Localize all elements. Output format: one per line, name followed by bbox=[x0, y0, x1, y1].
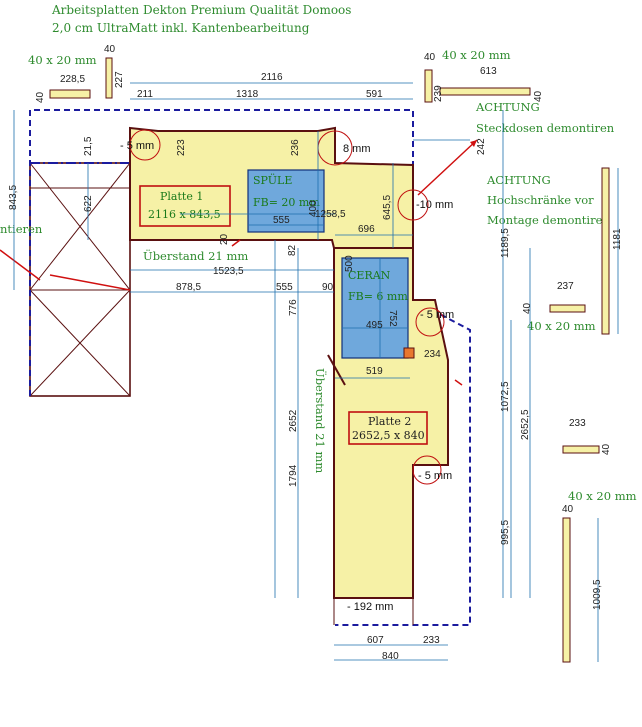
strip-label-3: 40 x 20 mm bbox=[527, 319, 596, 333]
dim-minus-5b: - 5 mm bbox=[420, 309, 454, 321]
dim-40g: 40 bbox=[562, 504, 574, 515]
warning-1: ACHTUNG bbox=[475, 100, 540, 114]
plate-1-size: 2116 x 843,5 bbox=[148, 208, 221, 221]
warning-2: ACHTUNG bbox=[486, 173, 551, 187]
dim-1189-5: 1189,5 bbox=[500, 228, 511, 258]
dim-622: 622 bbox=[83, 195, 94, 212]
overhang-horizontal: Überstand 21 mm bbox=[143, 249, 248, 263]
dim-236: 236 bbox=[290, 139, 301, 156]
dim-645-5: 645,5 bbox=[382, 195, 393, 220]
dim-8mm: 8 mm bbox=[343, 143, 371, 155]
header-line-1: Arbeitsplatten Dekton Premium Qualität D… bbox=[51, 3, 351, 17]
dim-607: 607 bbox=[367, 635, 384, 646]
edge-strips bbox=[49, 57, 610, 663]
dim-223: 223 bbox=[176, 139, 187, 156]
dim-21-5: 21,5 bbox=[83, 136, 94, 156]
dim-1794: 1794 bbox=[288, 464, 299, 487]
dim-495: 495 bbox=[366, 320, 383, 331]
dim-555b: 555 bbox=[276, 282, 293, 293]
dim-995-5: 995,5 bbox=[500, 520, 511, 545]
dim-752: 752 bbox=[387, 310, 398, 327]
header-line-2: 2,0 cm UltraMatt inkl. Kantenbearbeitung bbox=[52, 21, 310, 35]
dim-776: 776 bbox=[288, 299, 299, 316]
corner-marker bbox=[403, 347, 415, 359]
dim-1318: 1318 bbox=[236, 89, 259, 100]
dim-40d: 40 bbox=[533, 90, 544, 102]
dim-211: 211 bbox=[137, 89, 153, 100]
sink-fb-label: FB= 20 mm bbox=[253, 196, 320, 209]
dim-591: 591 bbox=[366, 89, 383, 100]
plate-1-name: Platte 1 bbox=[160, 190, 203, 203]
sink-cutout bbox=[247, 169, 325, 233]
dim-1072-5: 1072,5 bbox=[500, 381, 511, 412]
dim-minus-10: -10 mm bbox=[416, 199, 453, 211]
dim-613: 613 bbox=[480, 66, 497, 77]
strip-label-4: 40 x 20 mm bbox=[568, 489, 637, 503]
dim-878-5: 878,5 bbox=[176, 282, 201, 293]
plate-1-label-box bbox=[139, 185, 231, 227]
dim-519: 519 bbox=[366, 366, 383, 377]
dim-555a: 555 bbox=[273, 215, 290, 226]
plate-2-name: Platte 2 bbox=[368, 415, 411, 428]
dim-227: 227 bbox=[114, 71, 125, 88]
wall-outline bbox=[29, 109, 471, 626]
dim-1258-5: 1258,5 bbox=[315, 209, 346, 220]
strip-label-1: 40 x 20 mm bbox=[28, 53, 97, 67]
cut-off-text: ntieren bbox=[0, 222, 43, 236]
dim-40b: 40 bbox=[35, 91, 46, 103]
dim-242: 242 bbox=[476, 138, 487, 155]
tall-cabinets-note: Hochschränke vor bbox=[487, 193, 594, 207]
dim-233b: 233 bbox=[423, 635, 440, 646]
dim-400: 400 bbox=[308, 200, 319, 217]
dim-minus-5a: - 5 mm bbox=[120, 140, 154, 152]
dim-minus-192: - 192 mm bbox=[347, 601, 393, 613]
assembly-note: Montage demontiren bbox=[487, 213, 610, 227]
dim-228-5: 228,5 bbox=[60, 74, 85, 85]
dim-1181: 1181 bbox=[612, 228, 623, 250]
dim-40a: 40 bbox=[104, 44, 116, 55]
dim-2652-5: 2652,5 bbox=[520, 409, 531, 440]
dim-1523-5: 1523,5 bbox=[213, 266, 244, 277]
dim-40e: 40 bbox=[522, 302, 533, 314]
overhang-vertical: Überstand 21 mm bbox=[313, 368, 327, 473]
cooktop-cutout bbox=[341, 257, 409, 359]
dim-2652: 2652 bbox=[288, 409, 299, 432]
sockets-note: Steckdosen demontiren bbox=[476, 121, 615, 135]
dim-40c: 40 bbox=[424, 52, 436, 63]
sink-label: SPÜLE bbox=[253, 173, 292, 187]
dim-233a: 233 bbox=[569, 418, 586, 429]
dim-843-5: 843,5 bbox=[8, 185, 19, 210]
dim-20: 20 bbox=[219, 233, 230, 245]
plate-2-size: 2652,5 x 840 bbox=[352, 429, 425, 442]
dim-82: 82 bbox=[287, 244, 298, 256]
dimension-lines bbox=[13, 82, 619, 662]
dim-40f: 40 bbox=[601, 443, 612, 455]
dim-500: 500 bbox=[344, 255, 355, 272]
dim-90: 90 bbox=[322, 282, 334, 293]
plate-2-label-box bbox=[348, 411, 428, 445]
strip-label-2: 40 x 20 mm bbox=[442, 48, 511, 62]
annotation-marks bbox=[0, 129, 478, 485]
dim-234: 234 bbox=[424, 349, 441, 360]
dim-840: 840 bbox=[382, 651, 399, 662]
wall-cabinet-frame bbox=[29, 162, 131, 397]
dim-696: 696 bbox=[358, 224, 375, 235]
dim-1009-5: 1009,5 bbox=[592, 579, 603, 610]
dim-2116: 2116 bbox=[261, 72, 283, 83]
cooktop-fb-label: FB= 6 mm bbox=[348, 290, 408, 303]
dim-minus-5c: - 5 mm bbox=[418, 470, 452, 482]
dim-237: 237 bbox=[557, 281, 574, 292]
dim-239: 239 bbox=[433, 85, 444, 102]
